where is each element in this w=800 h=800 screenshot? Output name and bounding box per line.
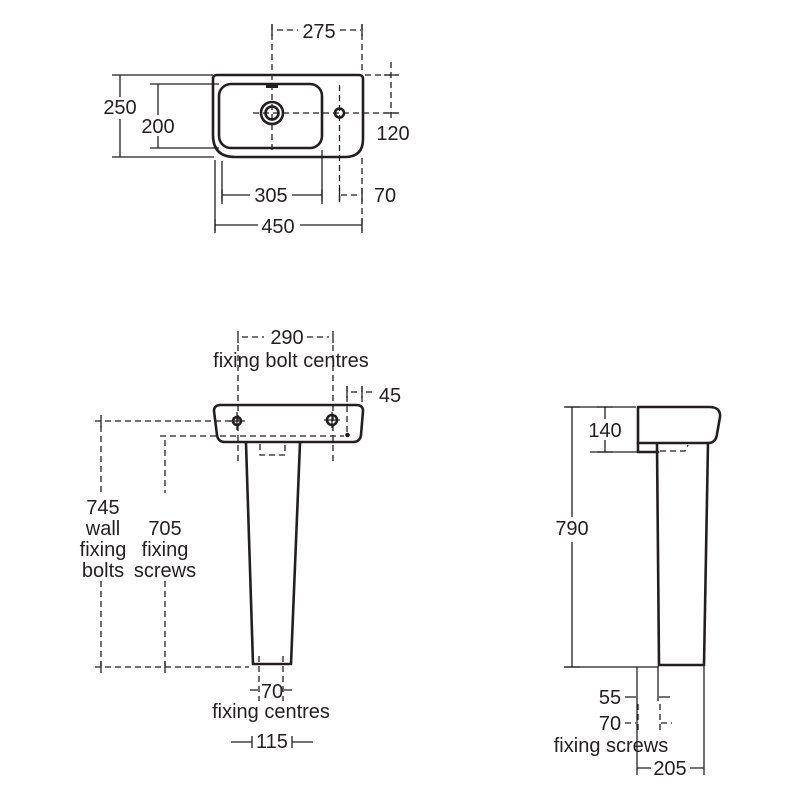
wall-fixing-word-2: fixing [80,539,127,561]
basin-outline-plan [211,73,365,159]
side-fixing-screw-point [345,432,350,438]
drain-hole-outer [259,100,285,126]
dim-115-line [231,736,313,748]
fixing-bolt-centres-label: fixing bolt centres [213,350,369,372]
hidden-recess-line [660,444,689,452]
left-fixing-bolt [231,415,243,427]
dim-120-ticks [384,74,398,114]
pedestal-outline-front [244,441,302,666]
pedestal-outline-side [655,441,710,667]
dim-70-ticks [338,188,363,202]
tap-hole [333,107,346,119]
dim-305-line [221,189,323,201]
dim-790-label: 790 [555,518,588,540]
basin-outline-side [636,405,722,445]
dim-45-label: 45 [379,385,401,407]
dim-55-label: 55 [599,687,621,709]
fixing-centres-label: fixing centres [212,701,330,723]
dim-205-label: 205 [653,758,686,780]
front-view: 290 fixing bolt centres 45 745 wall fixi… [80,327,401,753]
dim-290-label: 290 [270,327,303,349]
dim-450-label: 450 [261,216,294,238]
dim-70fc-label: 70 [261,681,283,703]
dim-790-line [564,406,580,668]
hidden-trap-outline [259,444,286,456]
dim-450-line [214,219,363,231]
dim-275-label: 275 [302,21,335,43]
fixing-screws-label: fixing screws [554,735,668,757]
basin-back-step [636,441,660,454]
side-view: 140 790 55 70 fixing screws 205 [554,405,722,780]
bowl-outline [217,82,324,150]
dim-305-label: 305 [254,185,287,207]
drain-hole-inner [264,105,280,121]
pedestal-fixing-value: 705 [148,518,181,540]
bolt-cross-marks [229,412,340,430]
pedestal-fixing-word-1: fixing [142,539,189,561]
wall-fixing-value: 745 [86,497,119,519]
dim-275-ticks [271,24,363,36]
wall-fixing-word-1: wall [85,518,120,540]
pedestal-fixing-word-2: screws [134,560,196,582]
dim-70-label: 70 [374,185,396,207]
dim-115-label: 115 [256,731,288,753]
right-fixing-bolt [325,413,339,427]
wall-fixing-word-3: bolts [82,560,124,582]
dim-200-label: 200 [141,116,174,138]
dim-290-ticks [237,331,334,343]
dim-140-line [597,406,613,453]
dim-250-label: 250 [103,97,136,119]
basin-outline-front [212,403,365,444]
dim-120-label: 120 [376,123,409,145]
dim-70-side-label: 70 [599,713,621,735]
floor-ticks [100,661,166,673]
plan-view: 275 250 200 120 305 70 450 [103,21,409,238]
dim-140-label: 140 [588,420,621,442]
dim-45-ticks [346,386,363,398]
